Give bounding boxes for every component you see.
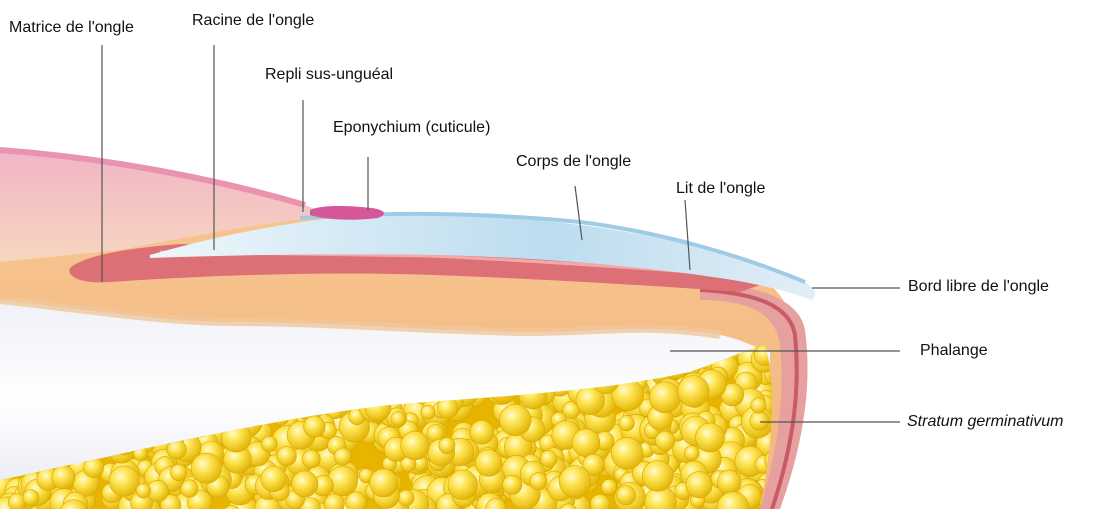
label-repli: Repli sus-unguéal (265, 66, 393, 84)
fat-globule (398, 490, 414, 506)
label-stratum: Stratum germinativum (907, 413, 1064, 431)
fat-globule (684, 446, 699, 461)
fat-globule (421, 405, 435, 419)
fat-globule (277, 446, 297, 466)
fat-globule (470, 420, 494, 444)
fat-globule (601, 479, 617, 495)
fat-globule (391, 412, 405, 426)
fat-globule (686, 472, 712, 498)
fat-globule (530, 473, 547, 490)
fat-globule (642, 461, 673, 492)
fat-globule (109, 466, 139, 496)
fat-globule (611, 437, 643, 469)
fat-globule (292, 471, 318, 497)
fat-globule (401, 431, 430, 460)
fat-globule (503, 475, 522, 494)
fat-globule (696, 423, 725, 452)
fat-globule (616, 486, 635, 505)
fat-globule (717, 470, 741, 494)
fat-globule (370, 469, 398, 497)
fat-globule (302, 450, 320, 468)
fat-globule (334, 448, 351, 465)
fat-globule (475, 450, 502, 477)
fat-globule (170, 464, 187, 481)
fat-globule (262, 436, 278, 452)
label-racine: Racine de l'ongle (192, 12, 314, 30)
fat-globule (448, 470, 478, 500)
label-phalange: Phalange (920, 342, 988, 360)
fat-globule (619, 415, 635, 431)
fat-globule (650, 382, 681, 413)
fat-globule (439, 437, 455, 453)
fat-globule (261, 466, 287, 492)
label-corps: Corps de l'ongle (516, 153, 631, 171)
fat-globule (52, 466, 75, 489)
fat-globule (136, 484, 151, 499)
fat-globule (191, 453, 221, 483)
fat-globule (23, 490, 39, 506)
label-bord: Bord libre de l'ongle (908, 278, 1049, 296)
fat-globule (559, 466, 591, 498)
fat-globule (751, 398, 766, 413)
label-lit: Lit de l'ongle (676, 180, 765, 198)
fat-globule (678, 376, 709, 407)
fat-globule (304, 416, 326, 438)
fat-globule (655, 431, 674, 450)
fat-globule (540, 450, 557, 467)
fat-globule (572, 429, 600, 457)
fat-globule (500, 404, 532, 436)
label-eponychium: Eponychium (cuticule) (333, 119, 490, 137)
fat-globule (750, 411, 769, 430)
label-matrice: Matrice de l'ongle (9, 19, 134, 37)
